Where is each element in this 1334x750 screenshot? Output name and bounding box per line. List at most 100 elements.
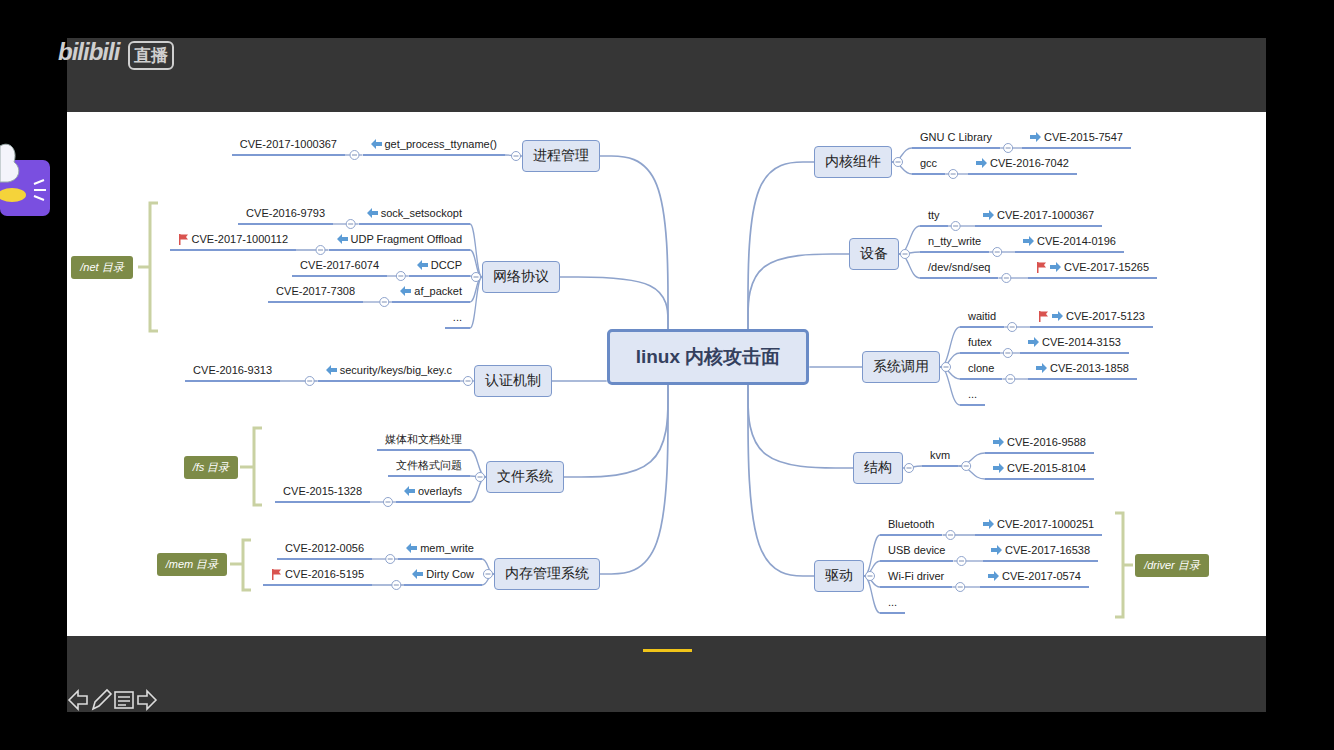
collapse-toggle [316, 246, 325, 255]
subtopic: sock_setsockopt [359, 206, 470, 225]
main-topic: 内存管理系统 [494, 558, 600, 590]
nav-icon [115, 692, 133, 708]
arrow-icon [337, 234, 348, 244]
topic-text: ... [968, 387, 977, 401]
collapse-toggle [1010, 327, 1015, 328]
collapse-toggle [386, 555, 395, 564]
collapse-toggle [951, 174, 956, 175]
collapse-toggle [466, 381, 471, 382]
collapse-toggle [484, 570, 493, 579]
collapse-toggle [484, 570, 493, 579]
collapse-toggle [318, 250, 323, 251]
collapse-toggle [866, 572, 875, 581]
topic-text: gcc [920, 156, 937, 170]
collapse-toggle [512, 152, 521, 161]
topic-text: waitid [968, 309, 996, 323]
arrow-icon [400, 286, 411, 297]
subtopic: CVE-2012-0056 [277, 541, 372, 560]
arrow-icon [337, 234, 348, 245]
subtopic: Dirty Cow [404, 567, 482, 586]
subtopic: get_process_ttyname() [363, 137, 506, 156]
arrow-icon [991, 545, 1002, 556]
branch-line [600, 385, 668, 574]
collapse-toggle [964, 466, 969, 467]
topic-text: 驱动 [825, 567, 853, 583]
arrow-icon [1050, 262, 1061, 272]
branch-line [940, 367, 960, 405]
subtopic: ... [445, 310, 470, 329]
topic-text: CVE-2014-3153 [1042, 335, 1121, 349]
arrow-icon [1036, 363, 1047, 373]
flag-icon [1036, 262, 1047, 273]
subtopic: waitid [960, 309, 1004, 328]
topic-text: tty [928, 208, 940, 222]
arrow-icon [371, 139, 382, 149]
topic-text: CVE-2015-8104 [1007, 461, 1086, 475]
collapse-toggle [905, 464, 914, 473]
flag-icon [1037, 262, 1046, 273]
flag-icon [178, 234, 189, 245]
topic-text: 系统调用 [873, 358, 929, 374]
topic-text: CVE-2014-0196 [1037, 234, 1116, 248]
progress-mark [643, 649, 692, 652]
collapse-toggle [1004, 144, 1013, 153]
flag-icon [179, 234, 188, 245]
subtopic: CVE-2016-9588 [985, 435, 1094, 454]
nav-icon [69, 691, 87, 709]
collapse-toggle [962, 462, 971, 471]
topic-text: CVE-2013-1858 [1050, 361, 1129, 375]
collapse-toggle [901, 250, 910, 259]
subtopic: Wi-Fi driver [880, 569, 952, 588]
arrow-icon [367, 208, 378, 218]
collapse-toggle [1006, 148, 1011, 149]
topic-text: ... [888, 595, 897, 609]
topic-text: 内存管理系统 [505, 565, 589, 581]
collapse-toggle [942, 363, 951, 372]
topic-text: USB device [888, 543, 945, 557]
subtopic: CVE-2017-7308 [268, 284, 363, 303]
subtopic: CVE-2015-8104 [985, 461, 1094, 480]
collapse-toggle [307, 381, 312, 382]
collapse-toggle [1004, 144, 1013, 153]
arrow-icon [371, 139, 382, 150]
subtopic: mem_write [398, 541, 482, 560]
topic-text: CVE-2017-5123 [1066, 309, 1145, 323]
collapse-toggle [398, 276, 403, 277]
branch-line [899, 226, 920, 254]
topic-text: clone [968, 361, 994, 375]
topic-text: 进程管理 [533, 147, 589, 163]
flag-icon [1038, 311, 1049, 322]
main-topic: 驱动 [814, 560, 864, 592]
topic-text: CVE-2017-1000112 [192, 232, 288, 246]
collapse-toggle [464, 377, 473, 386]
arrow-icon [993, 437, 1004, 447]
subtopic: tty [920, 208, 948, 227]
collapse-toggle [1002, 274, 1011, 283]
branch-line [345, 154, 363, 155]
collapse-toggle [993, 248, 1002, 257]
topic-text: af_packet [414, 284, 462, 298]
subtopic: DCCP [409, 258, 470, 277]
collapse-toggle [866, 572, 875, 581]
topic-text: CVE-2017-1000367 [240, 137, 337, 151]
collapse-toggle [476, 473, 485, 482]
topic-text: overlayfs [418, 484, 462, 498]
topic-text: GNU C Library [920, 130, 992, 144]
collapse-toggle [948, 535, 953, 536]
collapse-toggle [383, 498, 392, 507]
arrow-icon [993, 463, 1004, 474]
arrow-icon [1023, 236, 1034, 247]
arrow-icon [400, 286, 411, 296]
collapse-toggle [946, 531, 955, 540]
collapse-toggle [383, 498, 392, 507]
nav-icon [138, 691, 156, 709]
collapse-toggle [388, 559, 393, 560]
branch-line [552, 380, 607, 382]
subtopic: GNU C Library [912, 130, 1000, 149]
collapse-toggle [514, 156, 519, 157]
branch-line [864, 535, 880, 576]
collapse-toggle [386, 555, 395, 564]
collapse-toggle [957, 557, 966, 566]
collapse-toggle [352, 155, 357, 156]
